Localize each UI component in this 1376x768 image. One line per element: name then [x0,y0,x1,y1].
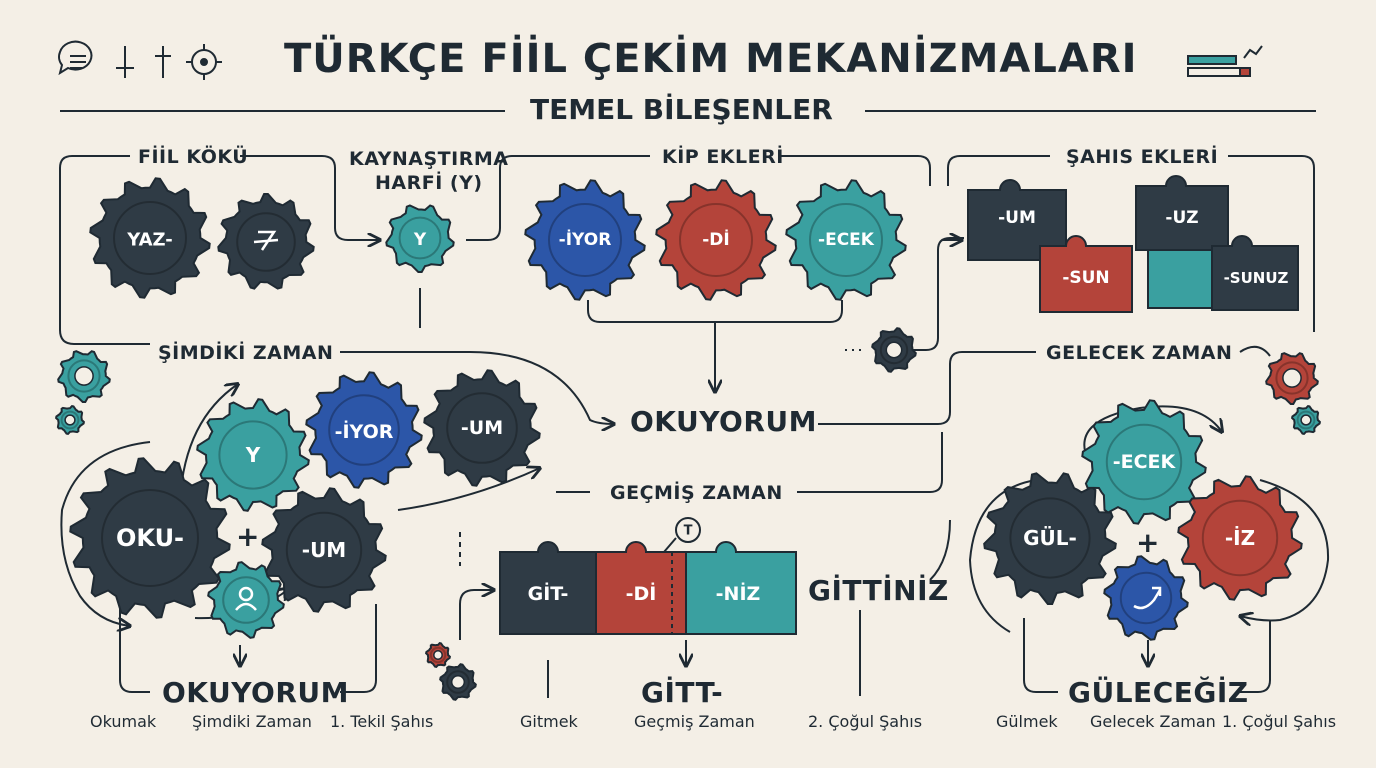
gear-labels: YAZ- Y -İYOR -Dİ -ECEK -UM -SUN -UZ -SUN… [116,208,1289,605]
gelecek-result: GÜLECEĞİZ [1068,676,1249,709]
gear-label-um-mid: -UM [461,417,503,439]
pin-icon-2 [155,46,171,78]
kip-ekleri-label: KİP EKLERİ [662,146,784,168]
puzzle-sunuz [1211,235,1299,311]
sahis-puzzle [967,175,1299,313]
gear-label-um-low: -UM [302,538,346,562]
gear-um-mid [423,369,541,487]
simdiki-plus: + [236,520,260,553]
caption-cogul-sahis-2: 2. Çoğul Şahıs [808,712,923,731]
gelecek-plus: + [1136,526,1160,559]
puzzle-label-uz: -UZ [1165,208,1198,228]
caption-gitmek: Gitmek [520,712,578,731]
gear-label-oku: OKU- [116,524,184,552]
page-subtitle: TEMEL BİLEŞENLER [530,93,833,126]
simdiki-zaman-label: ŞİMDİKİ ZAMAN [158,342,334,364]
chart-tools-icon [1187,45,1263,77]
caption-cogul-sahis-1: 1. Çoğul Şahıs [1222,712,1337,731]
page-title: TÜRKÇE FİİL ÇEKİM MEKANİZMALARI [284,36,1138,82]
gear-iz [1177,475,1303,601]
gear-small-right-1 [1265,352,1319,405]
strike-symbol-icon [253,230,279,251]
marker-label: T [684,524,693,539]
gear-small-right-2 [1291,405,1321,435]
kaynastirma-label-1: KAYNAŞTIRMA [349,148,509,170]
gear-label-iz: -İZ [1225,526,1255,550]
gelecek-zaman-label: GELECEK ZAMAN [1046,342,1233,364]
gear-layer [55,177,1321,701]
caption-gelecek-zaman: Gelecek Zaman [1090,712,1216,731]
sahis-ekleri-label: ŞAHIS EKLERİ [1066,146,1219,168]
pin-icon [116,46,134,78]
gear-oku [69,457,231,619]
gear-label-ecek-top: -ECEK [818,230,875,250]
target-icon [186,44,222,80]
puzzle-sun [1039,235,1133,313]
gear-yaz [89,177,211,299]
gear-di-top [655,179,777,301]
fiil-koku-label: FİİL KÖKÜ [138,146,249,168]
gear-iyor-top [524,179,646,301]
gear-chart-swirl [1103,555,1189,641]
gear-um-low [261,487,387,613]
puzzle-label-di: -Dİ [626,581,657,605]
puzzle-um [967,179,1067,261]
gear-label-iyor-mid: -İYOR [335,419,394,443]
puzzle-label-um: -UM [998,208,1036,228]
gittiniz-result: GİTTİNİZ [808,574,949,607]
kaynastirma-label-2: HARFİ (Y) [375,172,483,194]
puzzle-label-niz: -NİZ [716,581,761,605]
gear-small-gecmis-2 [439,663,477,701]
puzzle-label-git: GİT- [528,581,569,605]
center-result: OKUYORUM [630,405,817,438]
puzzle-di [595,541,687,635]
puzzle-label-sunuz: -SUNUZ [1224,269,1289,287]
gear-label-di-top: -Dİ [702,228,730,250]
gear-small-top-mid [871,327,917,373]
gear-label-yaz: YAZ- [126,230,172,251]
gear-label-gul: GÜL- [1023,526,1077,550]
gear-label-iyor-top: -İYOR [559,228,612,250]
puzzle-label-sun: -SUN [1062,268,1109,288]
simdiki-result: OKUYORUM [162,676,349,709]
caption-gecmis-zaman: Geçmiş Zaman [634,712,755,731]
gecmis-puzzle [499,517,797,635]
gear-gul [983,472,1117,605]
gear-iyor-mid [305,371,423,489]
caption-okumak: Okumak [90,712,157,731]
caption-tekil-sahis: 1. Tekil Şahıs [330,712,434,731]
gecmis-result: GİTT- [641,676,724,709]
caption-simdiki-zaman: Şimdiki Zaman [192,712,312,731]
puzzle-niz [685,541,797,635]
gear-label-y-mid: Y [245,443,261,467]
caption-gulmek: Gülmek [996,712,1058,731]
gear-ecek-top [785,179,907,301]
gear-small-left-2 [55,405,85,435]
gear-label-ecek-low: -ECEK [1113,451,1177,473]
gear-label-y-top: Y [413,230,427,250]
person-icon [235,586,257,611]
gear-y-mid [196,398,310,512]
chart-swirl-icon [1133,586,1162,610]
gear-small-gecmis-1 [424,641,452,669]
gear-small-left-1 [57,350,111,403]
marker-circle [675,517,701,543]
gecmis-zaman-label: GEÇMİŞ ZAMAN [610,482,783,504]
puzzle-uz [1135,175,1229,251]
speech-bubble-icon [58,40,93,76]
puzzle-git [499,541,597,635]
puzzle-teal [1147,249,1213,309]
gear-ecek-low [1081,399,1207,525]
gear-y-top [385,204,455,273]
